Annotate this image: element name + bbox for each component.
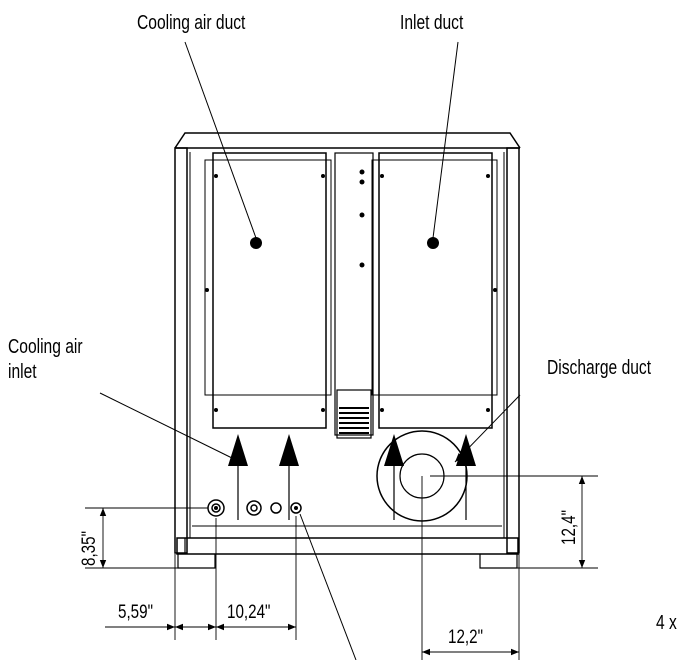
cooling-air-duct-panel xyxy=(212,152,327,429)
right-backing-panel xyxy=(371,159,498,396)
label-cut-off-note: 4 x xyxy=(656,612,677,634)
vent-grille xyxy=(336,389,372,439)
dim-connection-spacing: 10,24" xyxy=(227,602,271,623)
label-discharge-duct: Discharge duct xyxy=(547,357,652,379)
label-cooling-air-inlet-1: Cooling air xyxy=(8,336,83,358)
label-cooling-air-duct: Cooling air duct xyxy=(137,12,246,34)
leader-cooling-air-inlet xyxy=(99,392,233,459)
leader-discharge-duct xyxy=(454,394,521,463)
inlet-duct-panel xyxy=(378,152,493,429)
port-2 xyxy=(246,500,262,516)
airflow-arrow-1 xyxy=(228,434,248,466)
leader-connection xyxy=(299,513,357,660)
left-frame-post xyxy=(174,147,188,554)
right-frame-post xyxy=(506,147,520,554)
label-inlet-duct: Inlet duct xyxy=(400,12,464,34)
dim-discharge-height: 12,4" xyxy=(559,510,580,545)
base-foot xyxy=(177,538,518,569)
port-4 xyxy=(290,502,302,514)
dim-left-offset: 5,59" xyxy=(118,602,153,623)
left-backing-panel xyxy=(204,159,332,396)
dim-connection-height: 8,35" xyxy=(79,531,100,566)
airflow-arrow-3 xyxy=(384,434,404,466)
top-cover xyxy=(174,132,521,149)
inlet-duct-marker xyxy=(427,237,439,249)
base-frame xyxy=(176,537,519,555)
port-3 xyxy=(270,502,282,514)
dim-discharge-offset: 12,2" xyxy=(448,627,483,648)
leader-inlet-duct xyxy=(432,41,459,239)
cooling-duct-marker xyxy=(250,237,262,249)
central-column xyxy=(334,152,374,436)
leader-cooling-air-duct xyxy=(184,41,257,239)
airflow-arrow-2 xyxy=(279,434,299,466)
label-cooling-air-inlet-2: inlet xyxy=(8,361,37,383)
